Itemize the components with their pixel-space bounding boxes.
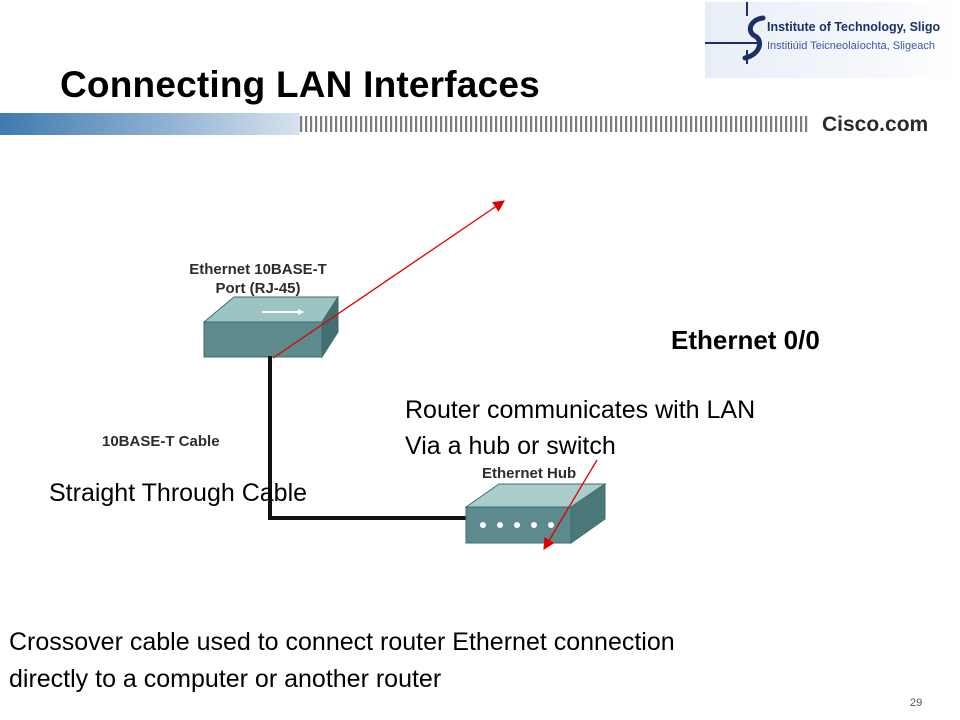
ethernet-cable bbox=[268, 356, 466, 520]
hub-label: Ethernet Hub bbox=[482, 465, 576, 482]
port-label-line2: Port (RJ-45) bbox=[215, 280, 300, 297]
interface-name: Ethernet 0/0 bbox=[671, 325, 820, 355]
header-decoration bbox=[0, 113, 810, 135]
logo-title-en: Institute of Technology, Sligo bbox=[767, 20, 941, 34]
header-band bbox=[0, 113, 300, 135]
sligo-logo-icon bbox=[705, 2, 766, 64]
router-text-line2: Via a hub or switch bbox=[405, 432, 616, 460]
straight-cable-label: Straight Through Cable bbox=[49, 479, 308, 507]
page-number: 29 bbox=[910, 697, 923, 709]
crossover-line2: directly to a computer or another router bbox=[9, 665, 442, 693]
hub-arrow bbox=[543, 459, 598, 551]
crossover-line1: Crossover cable used to connect router E… bbox=[9, 628, 675, 656]
router-text-line1: Router communicates with LAN bbox=[405, 396, 756, 424]
header-hatch bbox=[300, 116, 810, 132]
port-arrow bbox=[272, 200, 505, 359]
cable-label: 10BASE-T Cable bbox=[102, 433, 220, 450]
page-title: Connecting LAN Interfaces bbox=[60, 64, 540, 105]
port-label-line1: Ethernet 10BASE-T bbox=[189, 261, 327, 278]
cisco-brand: Cisco.com bbox=[822, 113, 929, 136]
logo-title-ga: Institiúid Teicneolaíochta, Sligeach bbox=[767, 40, 935, 52]
institute-logo bbox=[705, 2, 955, 78]
router-port-icon bbox=[202, 295, 339, 359]
ethernet-hub-icon bbox=[464, 483, 607, 544]
